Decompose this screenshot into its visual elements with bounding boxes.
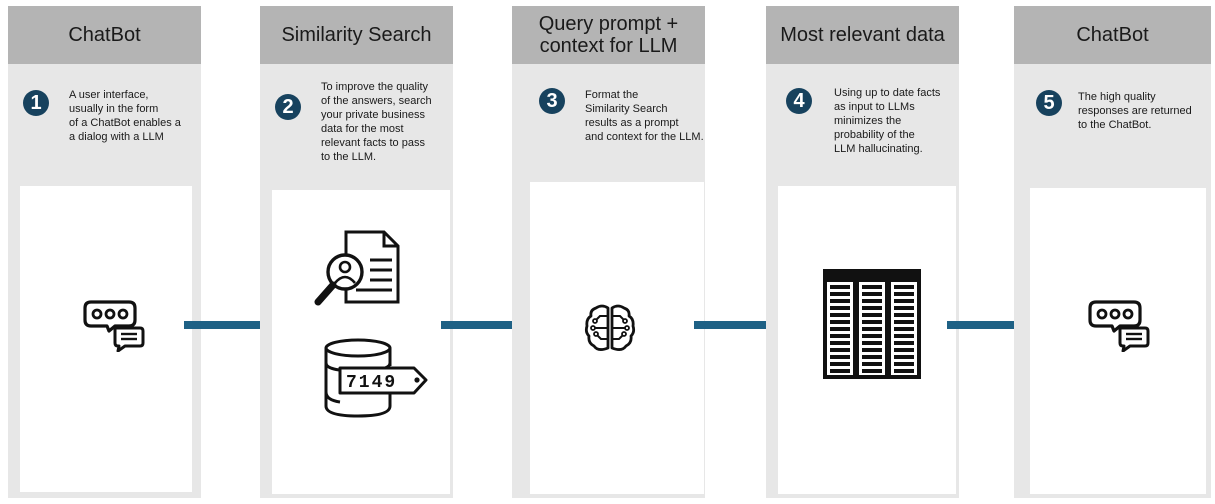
- step-number-badge-2: 2: [275, 94, 301, 120]
- step-number-badge-5: 5: [1036, 90, 1062, 116]
- chatbot-icon: [1088, 300, 1150, 352]
- step-column-3: Query prompt + context for LLM 3 Format …: [512, 6, 705, 498]
- step-number-badge-1: 1: [23, 90, 49, 116]
- step-column-1: ChatBot 1 A user interface, usually in t…: [8, 6, 201, 498]
- step-header-3: Query prompt + context for LLM: [512, 6, 705, 64]
- database-tag-icon: 7149: [324, 338, 428, 418]
- step-header-1: ChatBot: [8, 6, 201, 64]
- step-header-label: Most relevant data: [780, 24, 945, 46]
- step-column-5: ChatBot 5 The high quality responses are…: [1014, 6, 1211, 498]
- step-header-label: ChatBot: [68, 24, 141, 46]
- document-search-icon: [314, 230, 400, 306]
- step-panel-1: [20, 186, 192, 492]
- step-column-4: Most relevant data 4 Using up to date fa…: [766, 6, 959, 498]
- step-header-2: Similarity Search: [260, 6, 453, 64]
- step-description-1: A user interface, usually in the form of…: [69, 89, 181, 143]
- step-description-4: Using up to date facts as input to LLMs …: [834, 87, 941, 155]
- step-header-5: ChatBot: [1014, 6, 1211, 64]
- step-number-badge-4: 4: [786, 88, 812, 114]
- step-header-label: Similarity Search: [281, 24, 432, 46]
- step-header-label: ChatBot: [1076, 24, 1149, 46]
- database-tag-number: 7149: [346, 373, 397, 393]
- step-header-label: Query prompt + context for LLM: [538, 13, 679, 57]
- chatbot-icon: [83, 300, 145, 352]
- step-number-badge-3: 3: [539, 88, 565, 114]
- brain-circuit-icon: [584, 304, 636, 351]
- step-description-2: To improve the quality of the answers, s…: [321, 81, 432, 163]
- step-column-2: Similarity Search 2 To improve the quali…: [260, 6, 453, 498]
- data-table-icon: [823, 269, 921, 379]
- step-header-4: Most relevant data: [766, 6, 959, 64]
- step-panel-5: [1030, 188, 1206, 494]
- step-description-5: The high quality responses are returned …: [1078, 91, 1192, 131]
- step-description-3: Format the Similarity Search results as …: [585, 89, 704, 143]
